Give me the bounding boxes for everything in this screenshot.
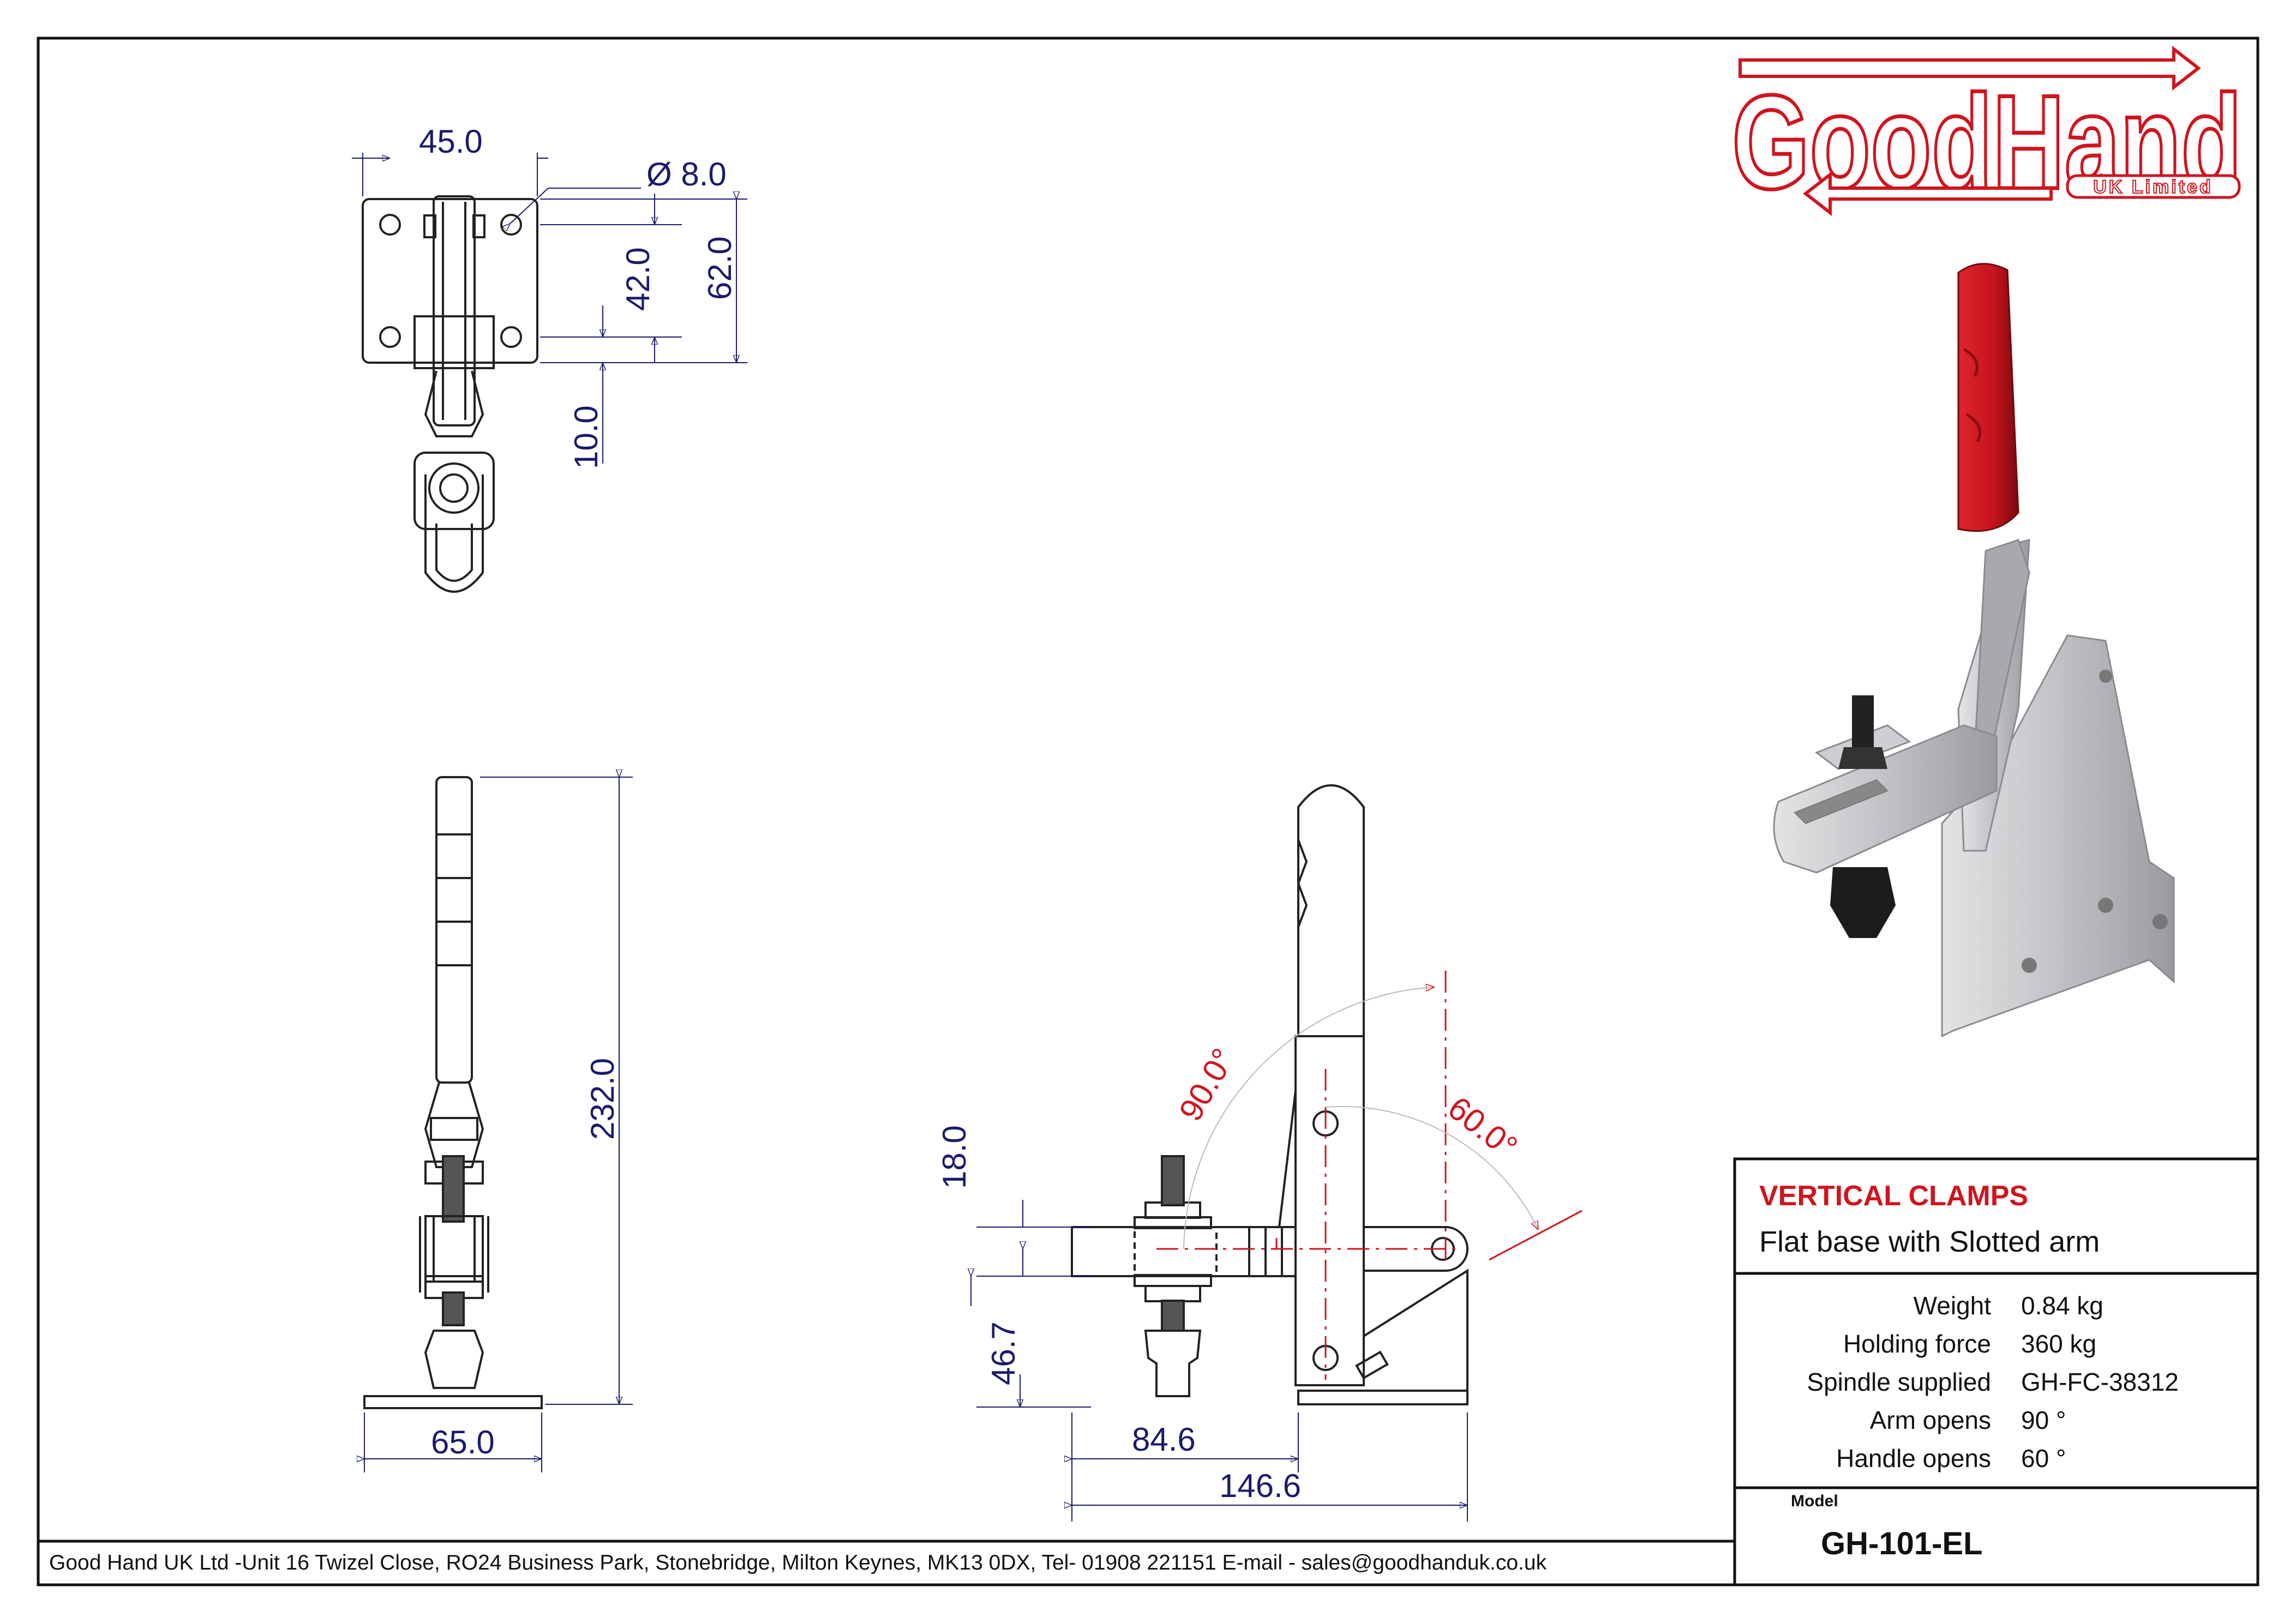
spec-label-handle-opens: Handle opens [1836,1444,1991,1472]
spec-label-weight: Weight [1914,1291,1992,1320]
dim-base-width-65: 65.0 [431,1424,495,1460]
title-description: Flat base with Slotted arm [1759,1225,2100,1258]
dim-reach-84-6: 84.6 [1132,1421,1196,1458]
angle-arm-90: 90.0° [1172,1042,1242,1127]
company-logo: GoodHand UK Limited [1730,45,2244,219]
dim-offset-10: 10.0 [568,405,604,469]
footer-address: Good Hand UK Ltd -Unit 16 Twizel Close, … [49,1551,1547,1574]
dim-hole-dia: Ø 8.0 [646,156,727,193]
spec-value-handle-opens: 60 ° [2021,1444,2066,1472]
dim-spindle-18: 18.0 [936,1125,973,1189]
dim-hole-pitch-42: 42.0 [620,247,656,311]
top-view [362,195,538,593]
title-block [38,1157,2259,1586]
spec-value-arm-opens: 90 ° [2021,1406,2066,1434]
front-view-dimensions [971,1200,1468,1522]
logo-subtitle-box [2066,174,2241,199]
front-view [1071,784,1468,1405]
spec-table: Weight 0.84 kg Holding force 360 kg Spin… [1807,1291,2178,1472]
angle-handle-60: 60.0° [1441,1089,1524,1165]
spec-label-spindle: Spindle supplied [1807,1368,1991,1396]
title-category: VERTICAL CLAMPS [1759,1180,2028,1212]
clamp-render [1773,263,2175,1038]
dim-height-46-7: 46.7 [985,1321,1022,1385]
spec-label-arm-opens: Arm opens [1870,1406,1991,1434]
sheet-border [37,37,2259,1586]
dim-length-146-6: 146.6 [1219,1468,1301,1504]
spec-value-holding-force: 360 kg [2021,1330,2096,1358]
dim-width-45: 45.0 [419,123,483,160]
side-view [363,776,543,1409]
logo-subtitle: UK Limited [2093,177,2213,197]
logo-arrow-icon [1739,45,2201,91]
model-label: Model [1791,1492,1838,1510]
spec-value-weight: 0.84 kg [2021,1291,2103,1320]
dim-base-62: 62.0 [702,236,738,300]
side-view-dimensions [364,777,633,1472]
spec-value-spindle: GH-FC-38312 [2021,1368,2179,1396]
dim-height-232: 232.0 [584,1058,621,1140]
spec-label-holding-force: Holding force [1843,1330,1991,1358]
front-view-centerlines [1156,971,1582,1380]
model-number: GH-101-EL [1821,1526,1983,1561]
logo-arrow-left-icon [1803,171,2053,217]
top-view-dimensions [352,153,747,464]
